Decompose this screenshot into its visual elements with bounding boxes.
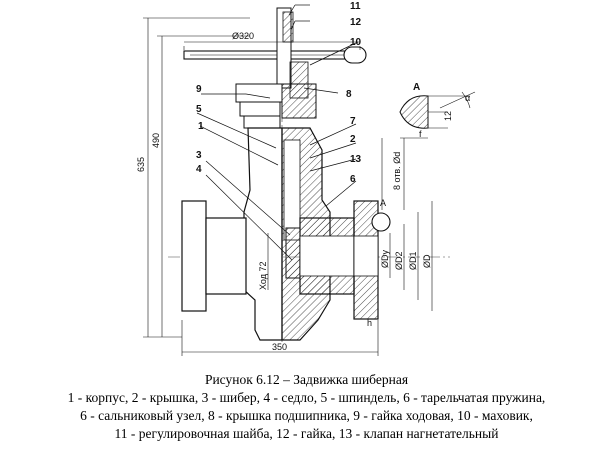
label-4: 4	[196, 164, 202, 175]
dim-h: h	[367, 318, 372, 328]
figure-caption-line-2: 6 - сальниковый узел, 8 - крышка подшипн…	[80, 408, 533, 423]
label-6: 6	[350, 174, 356, 185]
label-leaders	[196, 4, 359, 261]
dim-12: 12	[443, 111, 453, 121]
injection-valve	[371, 212, 391, 232]
label-3: 3	[196, 150, 202, 161]
dimension-lines	[143, 17, 433, 356]
figure-caption-title: Рисунок 6.12 – Задвижка шиберная	[204, 372, 409, 387]
dim-350: 350	[272, 342, 287, 352]
part-number-labels: 11 12 10 8 9 5 1 7 2 13 3 4 6	[196, 1, 362, 185]
label-2: 2	[350, 134, 356, 145]
dim-d: ØD	[422, 254, 432, 268]
label-8: 8	[346, 89, 352, 100]
dim-320: Ø320	[232, 31, 254, 41]
label-12: 12	[350, 17, 362, 28]
gate-valve-drawing: 11 12 10 8 9 5 1 7 2 13 3 4 6 635 490 Ø3…	[136, 1, 476, 356]
label-13: 13	[350, 154, 362, 165]
label-10: 10	[350, 37, 362, 48]
handwheel	[183, 46, 367, 64]
label-1: 1	[198, 121, 204, 132]
left-flange	[181, 200, 247, 312]
right-flange	[299, 200, 379, 320]
view-a-detail	[399, 91, 476, 139]
dim-holes: 8 отв. Ød	[392, 152, 402, 190]
view-a-label: A	[413, 82, 420, 93]
dim-stroke: Ход 72	[258, 262, 268, 290]
bearing-cap	[235, 83, 317, 129]
label-11: 11	[350, 1, 361, 12]
label-5: 5	[196, 104, 202, 115]
label-9: 9	[196, 84, 202, 95]
view-a-marker: A	[380, 198, 386, 208]
label-7: 7	[350, 116, 356, 127]
dim-alpha: α	[465, 93, 470, 103]
gate-plate	[285, 227, 301, 279]
dim-d2: ØD2	[394, 251, 404, 270]
dimension-labels: 635 490 Ø320 350 Ход 72 8 отв. Ød ØDу ØD…	[136, 31, 470, 352]
dim-635: 635	[136, 157, 146, 172]
dim-dn: ØDу	[380, 250, 390, 269]
dim-f: f	[419, 129, 422, 139]
figure-caption-line-3: 11 - регулировочная шайба, 12 - гайка, 1…	[114, 426, 499, 441]
dim-d1: ØD1	[408, 251, 418, 270]
figure-caption-line-1: 1 - корпус, 2 - крышка, 3 - шибер, 4 - с…	[67, 390, 546, 405]
dim-490: 490	[151, 133, 161, 148]
